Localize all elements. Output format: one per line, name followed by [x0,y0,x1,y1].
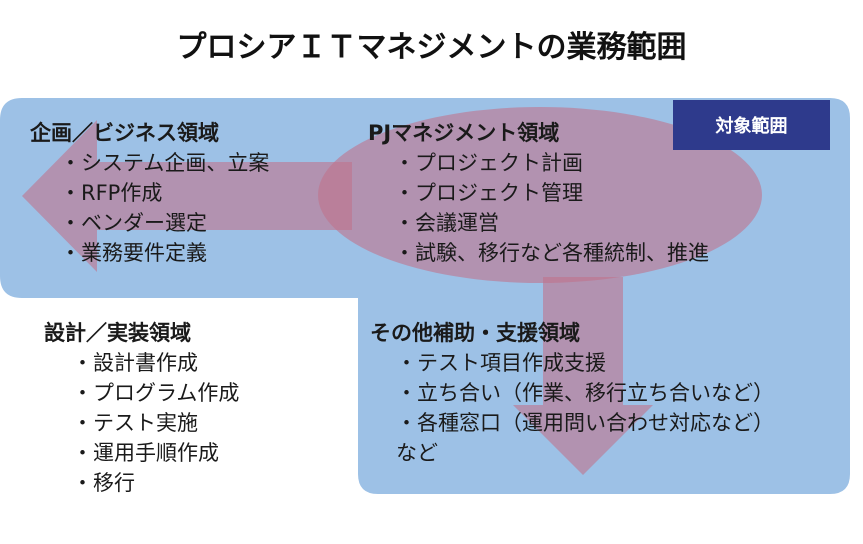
list-item: プロジェクト計画 [394,148,709,178]
list-item: 移行 [72,468,239,498]
support-area: その他補助・支援領域 テスト項目作成支援 立ち合い（作業、移行立ち合いなど） 各… [370,318,774,468]
page-title: プロシアＩＴマネジメントの業務範囲 [176,30,687,65]
list-item: ベンダー選定 [60,208,269,238]
list-item: 試験、移行など各種統制、推進 [394,238,709,268]
pm-heading: PJマネジメント領域 [368,121,560,145]
list-item: 会議運営 [394,208,709,238]
support-tail-text: など [396,441,438,465]
list-item: システム企画、立案 [60,148,269,178]
list-item: RFP作成 [60,178,269,208]
list-item: 運用手順作成 [72,438,239,468]
design-heading: 設計／実装領域 [44,321,191,345]
list-item: 設計書作成 [72,348,239,378]
pm-list: プロジェクト計画 プロジェクト管理 会議運営 試験、移行など各種統制、推進 [394,148,709,268]
list-item: テスト項目作成支援 [396,348,774,378]
support-heading: その他補助・支援領域 [370,321,580,345]
scope-badge: 対象範囲 [673,100,830,150]
planning-heading: 企画／ビジネス領域 [30,121,219,145]
planning-list: システム企画、立案 RFP作成 ベンダー選定 業務要件定義 [60,148,269,268]
design-list: 設計書作成 プログラム作成 テスト実施 運用手順作成 移行 [72,348,239,498]
planning-area: 企画／ビジネス領域 システム企画、立案 RFP作成 ベンダー選定 業務要件定義 [30,118,269,268]
list-item: テスト実施 [72,408,239,438]
pm-area: PJマネジメント領域 プロジェクト計画 プロジェクト管理 会議運営 試験、移行な… [368,118,709,268]
list-item: 各種窓口（運用問い合わせ対応など） [396,408,774,438]
list-item: プログラム作成 [72,378,239,408]
support-list: テスト項目作成支援 立ち合い（作業、移行立ち合いなど） 各種窓口（運用問い合わせ… [396,348,774,438]
list-item: 業務要件定義 [60,238,269,268]
list-item: プロジェクト管理 [394,178,709,208]
list-item: 立ち合い（作業、移行立ち合いなど） [396,378,774,408]
design-area: 設計／実装領域 設計書作成 プログラム作成 テスト実施 運用手順作成 移行 [44,318,239,498]
